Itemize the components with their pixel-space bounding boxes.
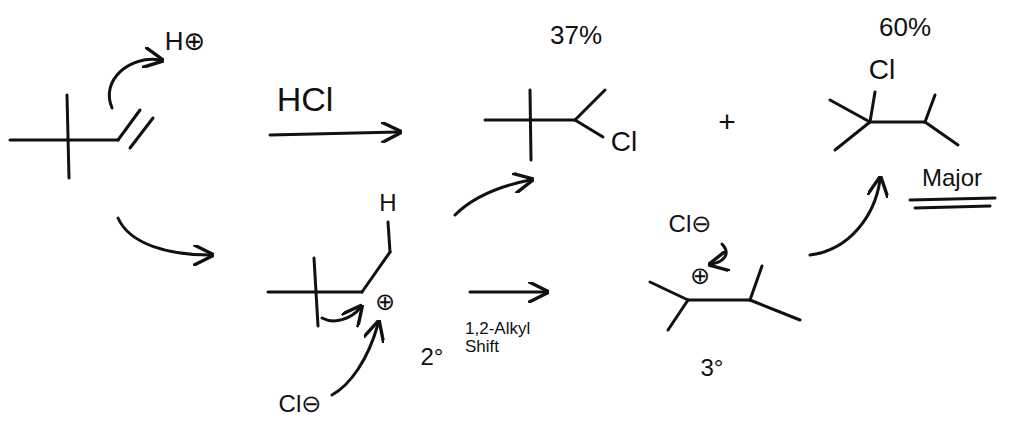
mechanism-label: Major: [922, 165, 982, 190]
mechanism-label: 60%: [879, 14, 931, 41]
curved-arrow: [455, 180, 530, 215]
reaction-arrow: [470, 291, 545, 294]
curved-arrow: [109, 59, 160, 108]
curved-arrow: [322, 308, 360, 321]
mechanism-label: ⊕: [690, 263, 710, 288]
curved-arrow: [118, 218, 210, 255]
curved-arrow: [332, 324, 378, 395]
mechanism-label: Cl⊖: [669, 211, 712, 236]
mechanism-label: Cl: [869, 55, 895, 84]
reaction-arrow: [270, 132, 398, 135]
underline: [915, 206, 990, 208]
mechanism-label: 37%: [550, 22, 602, 49]
product-structure: [830, 92, 958, 150]
mechanism-label: +: [718, 106, 736, 138]
mechanism-label: H⊕: [165, 28, 206, 55]
product-structure: [485, 90, 605, 160]
mechanism-label: Cl⊖: [279, 391, 322, 416]
mechanism-label: 2°: [421, 344, 444, 369]
mechanism-label: 1,2-Alkyl Shift: [465, 320, 545, 356]
mechanism-label: Cl: [611, 127, 637, 156]
carbocation-structure: [650, 266, 800, 330]
underline: [910, 198, 995, 200]
mechanism-label: HCl: [277, 82, 334, 118]
curved-arrow: [712, 244, 726, 264]
alkene-structure: [10, 95, 153, 178]
mechanism-label: ⊕: [375, 289, 395, 314]
curved-arrow: [810, 180, 880, 255]
carbocation-structure: [268, 222, 390, 326]
mechanism-label: H: [379, 190, 396, 215]
mechanism-label: 3°: [701, 355, 724, 380]
